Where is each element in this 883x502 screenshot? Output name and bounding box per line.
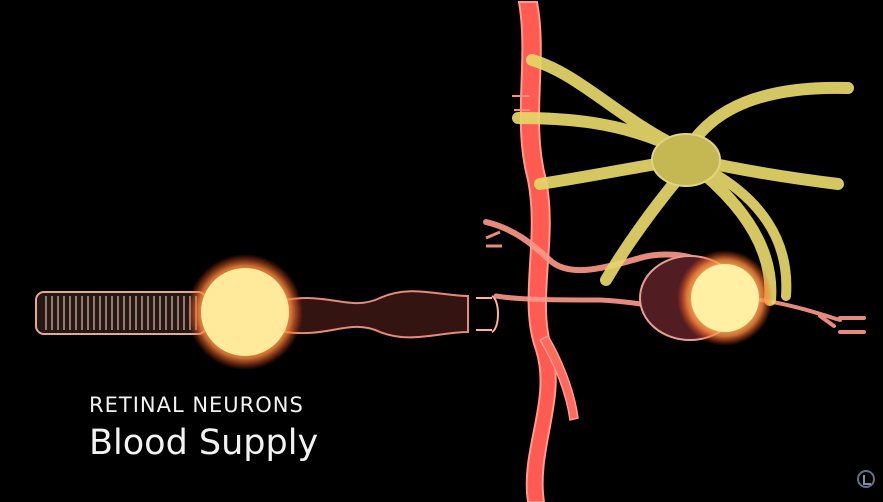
channel-logo-icon	[857, 470, 875, 488]
caption: RETINAL NEURONS Blood Supply	[89, 390, 318, 466]
photoreceptor-cell	[36, 254, 498, 370]
caption-title: Blood Supply	[89, 420, 318, 466]
caption-subtitle: RETINAL NEURONS	[89, 390, 318, 420]
